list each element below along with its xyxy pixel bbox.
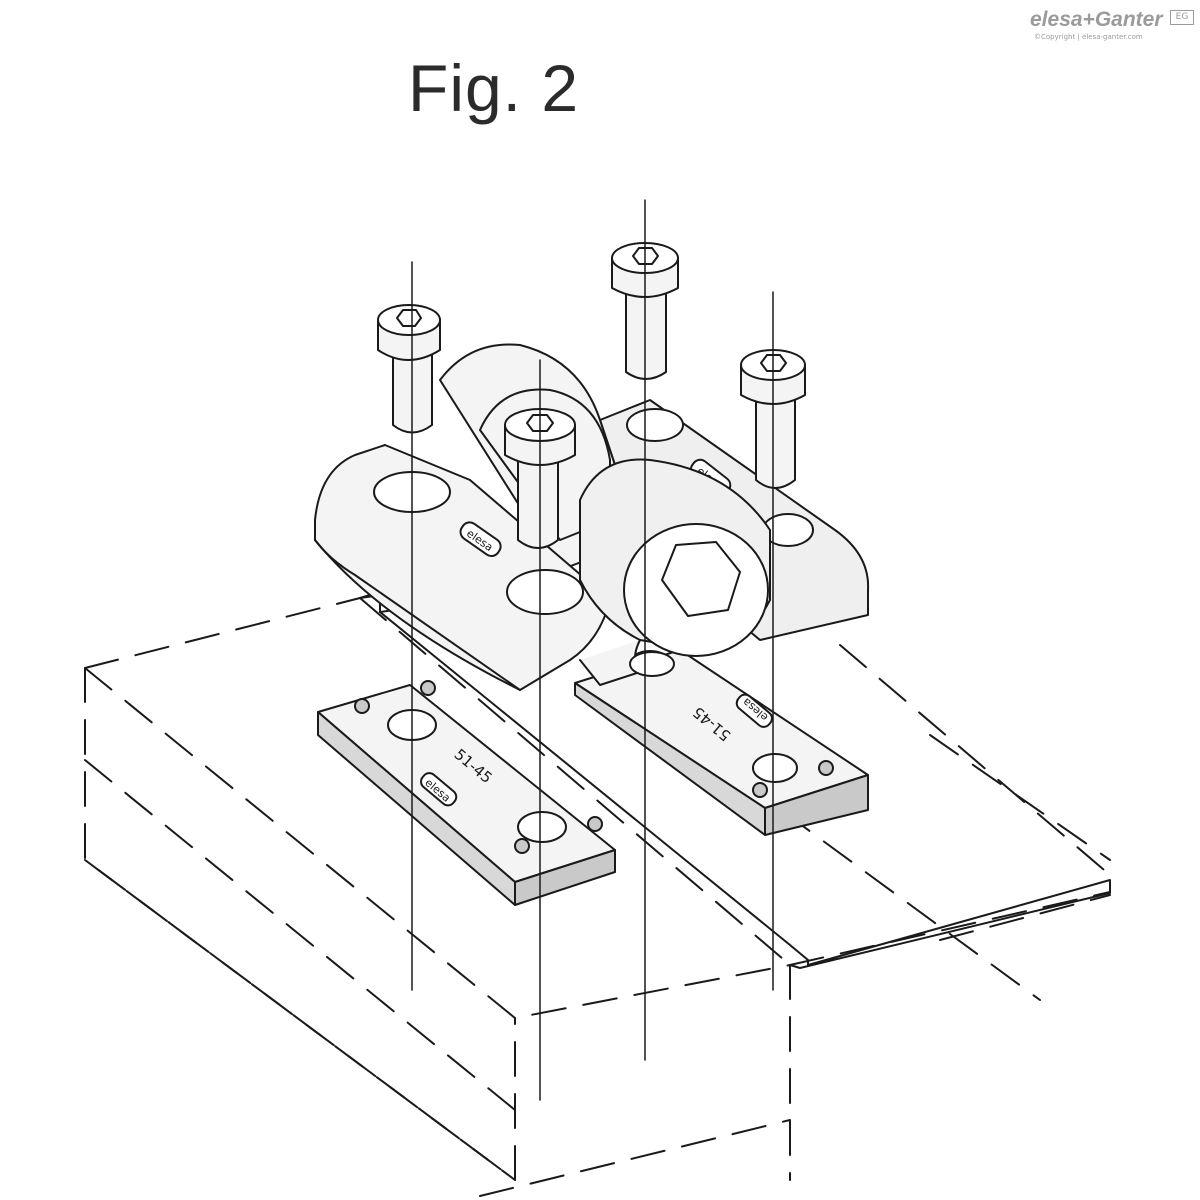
base-block <box>84 569 1111 1197</box>
screw-left <box>377 304 441 434</box>
brand-badge: EG <box>1170 10 1194 25</box>
axis-lines <box>411 199 774 1101</box>
hex-socket-icon <box>661 541 741 617</box>
figure-title: Fig. 2 <box>408 51 580 125</box>
brand-logo: elesa+Ganter EG ©Copyright | elesa-gante… <box>1030 8 1195 46</box>
brand-name: elesa+Ganter <box>1030 8 1163 31</box>
brand-copyright: ©Copyright | elesa-ganter.com <box>1034 33 1143 41</box>
left-plate: 51-45 elesa <box>317 680 616 906</box>
